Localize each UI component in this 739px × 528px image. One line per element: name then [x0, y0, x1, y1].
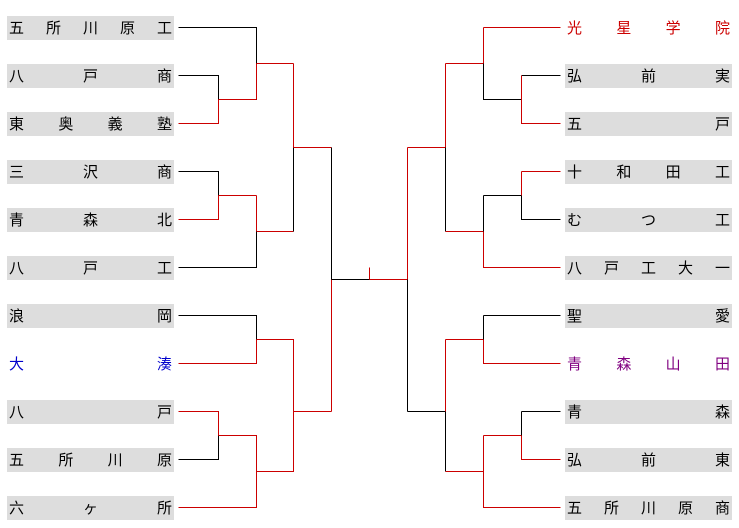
bracket-line: [521, 435, 561, 460]
left-team-8: 大湊: [9, 355, 172, 373]
bracket-line: [256, 411, 294, 472]
bracket-line: [178, 435, 219, 460]
bracket-line: [178, 339, 257, 364]
bracket-line: [178, 27, 257, 100]
left-team-5: 青森北: [7, 208, 174, 232]
left-team-6: 八戸工: [7, 256, 174, 280]
left-team-1: 五所川原工: [7, 16, 174, 40]
bracket-line: [178, 315, 257, 340]
bracket-line: [178, 231, 257, 268]
left-team-7: 浪岡: [7, 304, 174, 328]
right-team-6: 八戸工大一: [565, 256, 732, 280]
bracket-line: [483, 471, 561, 508]
bracket-line: [521, 99, 561, 124]
bracket-line: [178, 471, 257, 508]
left-team-2: 八戸商: [7, 64, 174, 88]
left-team-11: 六ヶ所: [7, 496, 174, 520]
right-team-11: 五所川原商: [565, 496, 732, 520]
bracket-line: [483, 63, 522, 100]
bracket-line: [218, 435, 257, 472]
right-team-9: 青森: [565, 400, 732, 424]
bracket-line: [256, 339, 294, 412]
left-team-4: 三沢商: [7, 160, 174, 184]
bracket-line: [178, 99, 219, 124]
right-team-5: むつ工: [565, 208, 732, 232]
right-team-8: 青森山田: [567, 355, 730, 373]
bracket-line: [521, 195, 561, 220]
right-team-3: 五戸: [565, 112, 732, 136]
right-team-4: 十和田工: [565, 160, 732, 184]
right-team-10: 弘前東: [565, 448, 732, 472]
left-team-10: 五所川原: [7, 448, 174, 472]
bracket-line: [483, 339, 561, 364]
left-team-9: 八戸: [7, 400, 174, 424]
bracket-line: [483, 231, 561, 268]
right-team-7: 聖愛: [565, 304, 732, 328]
bracket-line: [178, 411, 219, 436]
right-team-2: 弘前実: [565, 64, 732, 88]
bracket-line: [256, 195, 294, 232]
left-team-3: 東奥義塾: [7, 112, 174, 136]
right-team-1: 光星学院: [567, 19, 730, 37]
bracket-line: [178, 171, 219, 196]
bracket-line: [178, 195, 219, 220]
bracket-line: [178, 75, 219, 100]
